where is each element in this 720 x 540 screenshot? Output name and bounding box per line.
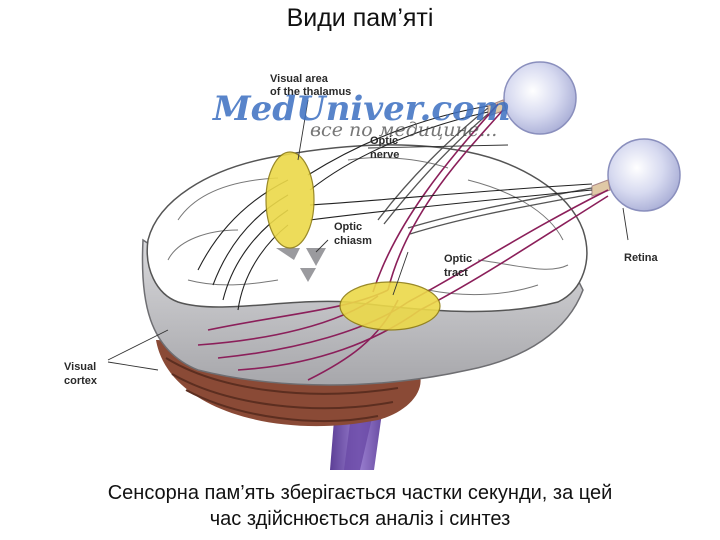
ventricle [276, 248, 326, 282]
thalamus-upper [265, 151, 315, 249]
label-tract-line1: Optic [444, 253, 472, 265]
visual-pathway-illustration: MedUniver.com все по медицине... Visual … [48, 40, 688, 470]
label-chiasm-line2: chiasm [334, 235, 372, 247]
thalamus-lower [339, 281, 441, 331]
slide-title: Види пам’яті [286, 4, 434, 32]
visual-pathway-svg: MedUniver.com все по медицине... Visual … [64, 61, 681, 470]
leader-lines [107, 99, 629, 371]
label-thalamus-line2: of the thalamus [270, 86, 351, 98]
caption-line-1: Сенсорна пам’ять зберігається частки сек… [107, 482, 613, 504]
eyeball-upper [487, 61, 577, 135]
label-cortex-line1: Visual [64, 361, 96, 373]
label-optic-nerve-line1: Optic [370, 135, 398, 147]
watermark-main: MedUniver.com [212, 89, 511, 129]
label-retina: Retina [624, 252, 659, 264]
brain-gyri [167, 157, 569, 296]
label-chiasm-line1: Optic [334, 221, 362, 233]
watermark-sub: все по медицине... [310, 119, 497, 141]
eyeball-lower [591, 138, 681, 212]
label-cortex-line2: cortex [64, 375, 98, 387]
label-thalamus-line1: Visual area [270, 73, 329, 85]
slide-caption: Сенсорна пам’ять зберігається частки сек… [20, 480, 700, 532]
label-tract-line2: tract [444, 267, 468, 279]
label-optic-nerve-line2: nerve [370, 149, 399, 161]
caption-line-2: час здійснюється аналіз і синтез [209, 508, 511, 530]
